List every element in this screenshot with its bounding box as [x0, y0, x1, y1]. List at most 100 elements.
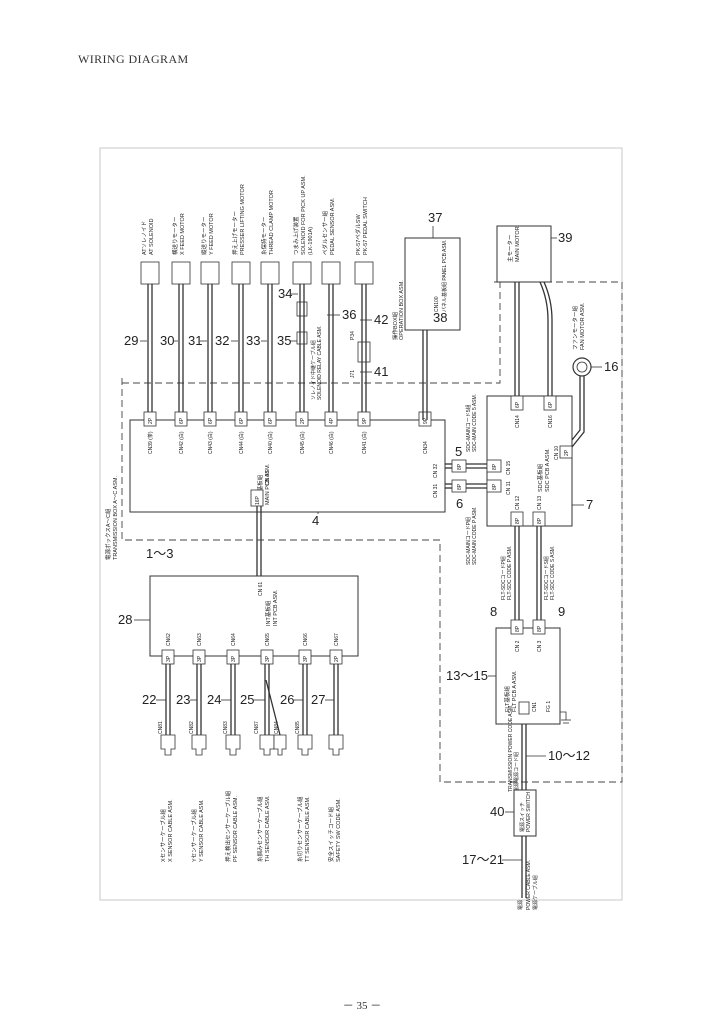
flt-code-p-label-en: FLT-SDC CODE P ASM.: [507, 546, 513, 600]
operation-box-label: 操作BOX組: [391, 311, 399, 340]
main-pcb-connector: [324, 411, 338, 427]
sensor-label-en: TT SENSOR CABLE ASM.: [305, 796, 311, 862]
flt-code-p-number: 8: [490, 604, 497, 619]
device-connector: [171, 261, 191, 285]
main-pcb-label-en: MAIN PCB ASM.: [265, 463, 271, 505]
device-label-jp: つまみ上げ装置: [292, 216, 300, 255]
sdc-pcb-label-en: SDC PCB A ASM.: [545, 448, 551, 492]
int-pcb-connector-pins: 3P: [197, 655, 203, 662]
page-title: WIRING DIAGRAM: [78, 52, 189, 66]
transmission-box-number: 1〜3: [146, 546, 173, 561]
sensor-label-jp: Xセンサーケーブル組: [159, 809, 167, 862]
device-connector: [260, 261, 280, 285]
transmission-box-label: 電源ボックスA〜C組: [104, 508, 112, 560]
svg-text:6P: 6P: [548, 401, 554, 408]
fan-motor: [572, 357, 592, 377]
main-pcb-connector-label: CN46 (白): [328, 431, 335, 454]
sdc-main-code5-label: SDC-MAINコード5組: [465, 404, 472, 452]
int-pcb-connector-label: CN62: [166, 633, 172, 646]
cable-number: 34: [278, 286, 292, 301]
sensor-cn-label: CN83: [223, 721, 229, 734]
device-connector: [231, 261, 251, 285]
int-pcb-connector-pins: 2P: [334, 655, 340, 662]
flt-code-p-label: FLT-SDCコードP組: [500, 556, 507, 600]
cn16-connector: [543, 395, 557, 411]
cn11-sdc-connector: [486, 479, 502, 493]
flt-pcb-label-en: FLT PCB A ASM.: [512, 670, 518, 712]
sdc-main-code5-label-en: SDC-MAIN CODE 5 ASM.: [472, 394, 478, 452]
device-label-jp: 糸保持モーター: [260, 216, 268, 255]
main-pcb-connector-pins: 9P: [362, 417, 368, 424]
transmission-box-label-en: TRANSMISSION BOX A〜C ASM.: [113, 475, 119, 560]
main-pcb-connector: [143, 411, 157, 427]
sensor-connector: [259, 734, 275, 756]
flt-cn2-label: CN 2: [515, 640, 521, 652]
panel-pcb-label: パネル基板組 PANEL PCB ASM.: [441, 240, 448, 312]
trans-power-label-en: TRANSMISSION POWER CODE ASM.: [508, 704, 514, 792]
svg-text:8P: 8P: [515, 517, 521, 524]
device-label-jp: ATソレノイド: [142, 221, 148, 255]
cable-number: 35: [277, 333, 291, 348]
power-cable-title: 電源: [517, 900, 524, 910]
cn16-label: CN16: [548, 415, 554, 428]
cn12-label: CN 12: [515, 496, 521, 510]
svg-text:8P: 8P: [537, 517, 543, 524]
operation-box: [404, 237, 461, 331]
main-pcb-connector: [418, 411, 432, 427]
main-pcb-connector-label: CN40 (白): [267, 431, 274, 454]
flt-code-s-label-en: FLT-SDC CODE S ASM.: [550, 546, 556, 600]
int-pcb-connector-label: CN67: [334, 633, 340, 646]
sensor-label-jp: 糸切りセンサーケーブル組: [296, 796, 304, 862]
cn13-label: CN 13: [537, 496, 543, 510]
cable-number: 33: [246, 333, 260, 348]
svg-text:6P: 6P: [515, 401, 521, 408]
int-pcb-connector-pins: 3P: [303, 655, 309, 662]
sensor-cn-label: CN85: [295, 721, 301, 734]
power-cable-label-en: POWER CABLE ASM.: [526, 860, 532, 910]
int-pcb-connector: [192, 649, 206, 665]
sensor-label-jp: 押え検出センサーケーブル組: [224, 790, 232, 862]
flt-cn1-label: CN1: [532, 702, 538, 712]
trans-power-number: 10〜12: [548, 748, 590, 763]
cn100-label: CN100: [434, 296, 440, 312]
main-pcb-connector-label: CN39 (茶): [147, 431, 154, 454]
cn61-label: CN 61: [258, 582, 264, 596]
device-connector: [354, 261, 374, 285]
svg-text:8P: 8P: [457, 483, 463, 490]
device-label-jp: PK-57ペダルSW: [354, 214, 362, 255]
sensor-number: 27: [311, 692, 325, 707]
main-cn31-connector: [451, 479, 467, 493]
sdc-pcb-number: 7: [586, 497, 593, 512]
device-label-en: PK-57 PEDAL SWITCH: [363, 197, 369, 255]
fan-motor-number: 16: [604, 359, 618, 374]
device-connector: [292, 261, 312, 285]
power-cable-label: 電源ケーブル組: [532, 875, 539, 910]
cn14-label: CN14: [515, 415, 521, 428]
device-label-jp: 押え上げモーター: [231, 211, 239, 255]
int-pcb-connector-label: CN65: [265, 633, 271, 646]
p34-label: P34: [350, 331, 356, 340]
main-pcb-connector-pins: 6P: [208, 417, 214, 424]
cable-number: 36: [342, 307, 356, 322]
cn10-label: CN 10: [554, 446, 560, 460]
sensor-label-en: Y SENSOR CABLE ASM.: [199, 799, 205, 862]
flt-pcb-number: 13〜15: [446, 668, 488, 683]
sensor-number: 26: [280, 692, 294, 707]
sensor-number: 25: [240, 692, 254, 707]
main-pcb: [129, 419, 446, 513]
power-switch: [513, 789, 537, 837]
int-pcb-connector-pins: 3P: [265, 655, 271, 662]
cn38-pin-label: 16P: [255, 495, 261, 505]
device-label-jp: ペダルセンサー組: [321, 210, 329, 255]
relay-label-en: SOLENOID RELAY CABLE ASM.: [317, 326, 323, 400]
int-pcb-connector: [161, 649, 175, 665]
cable-number: 31: [188, 333, 202, 348]
int-pcb: [149, 575, 359, 657]
flt-code-s-number: 9: [558, 604, 565, 619]
relay-connector: [296, 301, 308, 317]
main-pcb-connector-label: CN41 (白): [361, 431, 368, 454]
main-pcb-connector-pins: 2P: [148, 417, 154, 424]
device-label-en: X FEED MOTOR: [180, 213, 186, 255]
cn15-label: CN 15: [506, 461, 512, 475]
